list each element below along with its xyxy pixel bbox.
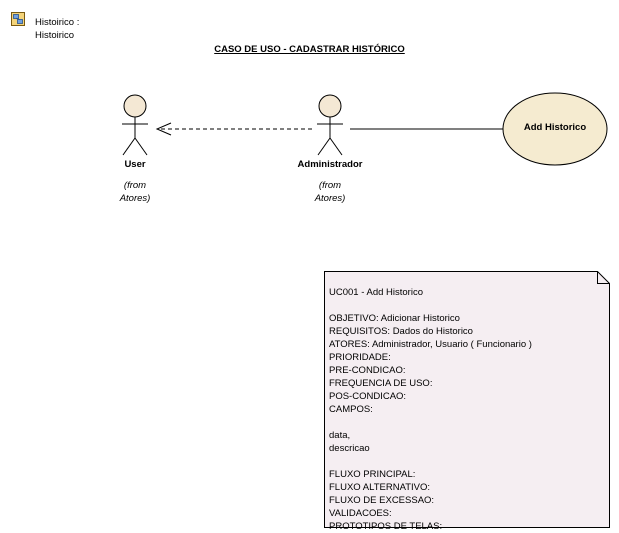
- actor-administrador-name: Administrador: [297, 159, 363, 170]
- note-line: UC001 - Add Historico: [329, 287, 423, 298]
- note-line: POS-CONDICAO:: [329, 391, 407, 402]
- note-text: UC001 - Add Historico OBJETIVO: Adiciona…: [329, 286, 532, 533]
- note-line: CAMPOS:: [329, 404, 373, 415]
- package-label: Histoirico : Histoirico: [35, 16, 79, 42]
- use-case-add-historico[interactable]: [502, 92, 608, 166]
- actor-user-from-line2: Atores): [119, 193, 151, 204]
- note-line: descricao: [329, 443, 370, 454]
- actor-administrador-from-line1: (from: [318, 180, 342, 191]
- package-label-line1: Histoirico :: [35, 17, 80, 28]
- dependency-arrow[interactable]: [155, 122, 312, 136]
- note-line: FLUXO ALTERNATIVO:: [329, 482, 431, 493]
- actor-administrador-from: (from Atores): [280, 179, 380, 205]
- package-label-line2: Histoirico: [35, 30, 75, 41]
- note-line: [329, 416, 532, 429]
- actor-user-from: (from Atores): [85, 179, 185, 205]
- note-shape[interactable]: [324, 271, 610, 528]
- note-line: PRE-CONDICAO:: [329, 365, 406, 376]
- note-line: PRIORIDADE:: [329, 352, 391, 363]
- actor-user-figure[interactable]: [122, 94, 148, 156]
- note-line: VALIDACOES:: [329, 508, 392, 519]
- note-line: OBJETIVO: Adicionar Historico: [329, 313, 460, 324]
- use-case-label: Add Historico: [523, 122, 587, 133]
- note-line: ATORES: Administrador, Usuario ( Funcion…: [329, 339, 532, 350]
- note-line: REQUISITOS: Dados do Historico: [329, 326, 473, 337]
- actor-administrador-figure[interactable]: [317, 94, 343, 156]
- actor-administrador-from-line2: Atores): [314, 193, 346, 204]
- actor-user-name: User: [124, 159, 146, 170]
- actor-user-from-line1: (from: [123, 180, 147, 191]
- package-diagram-icon: [11, 12, 25, 26]
- note-line: [329, 455, 532, 468]
- diagram-title: CASO DE USO - CADASTRAR HISTÓRICO: [214, 44, 405, 55]
- note-line: FLUXO PRINCIPAL:: [329, 469, 416, 480]
- note-line: [329, 299, 532, 312]
- note-line: data,: [329, 430, 351, 441]
- note-line: PROTOTIPOS DE TELAS:: [329, 521, 443, 532]
- note-line: FREQUENCIA DE USO:: [329, 378, 433, 389]
- note-line: FLUXO DE EXCESSAO:: [329, 495, 435, 506]
